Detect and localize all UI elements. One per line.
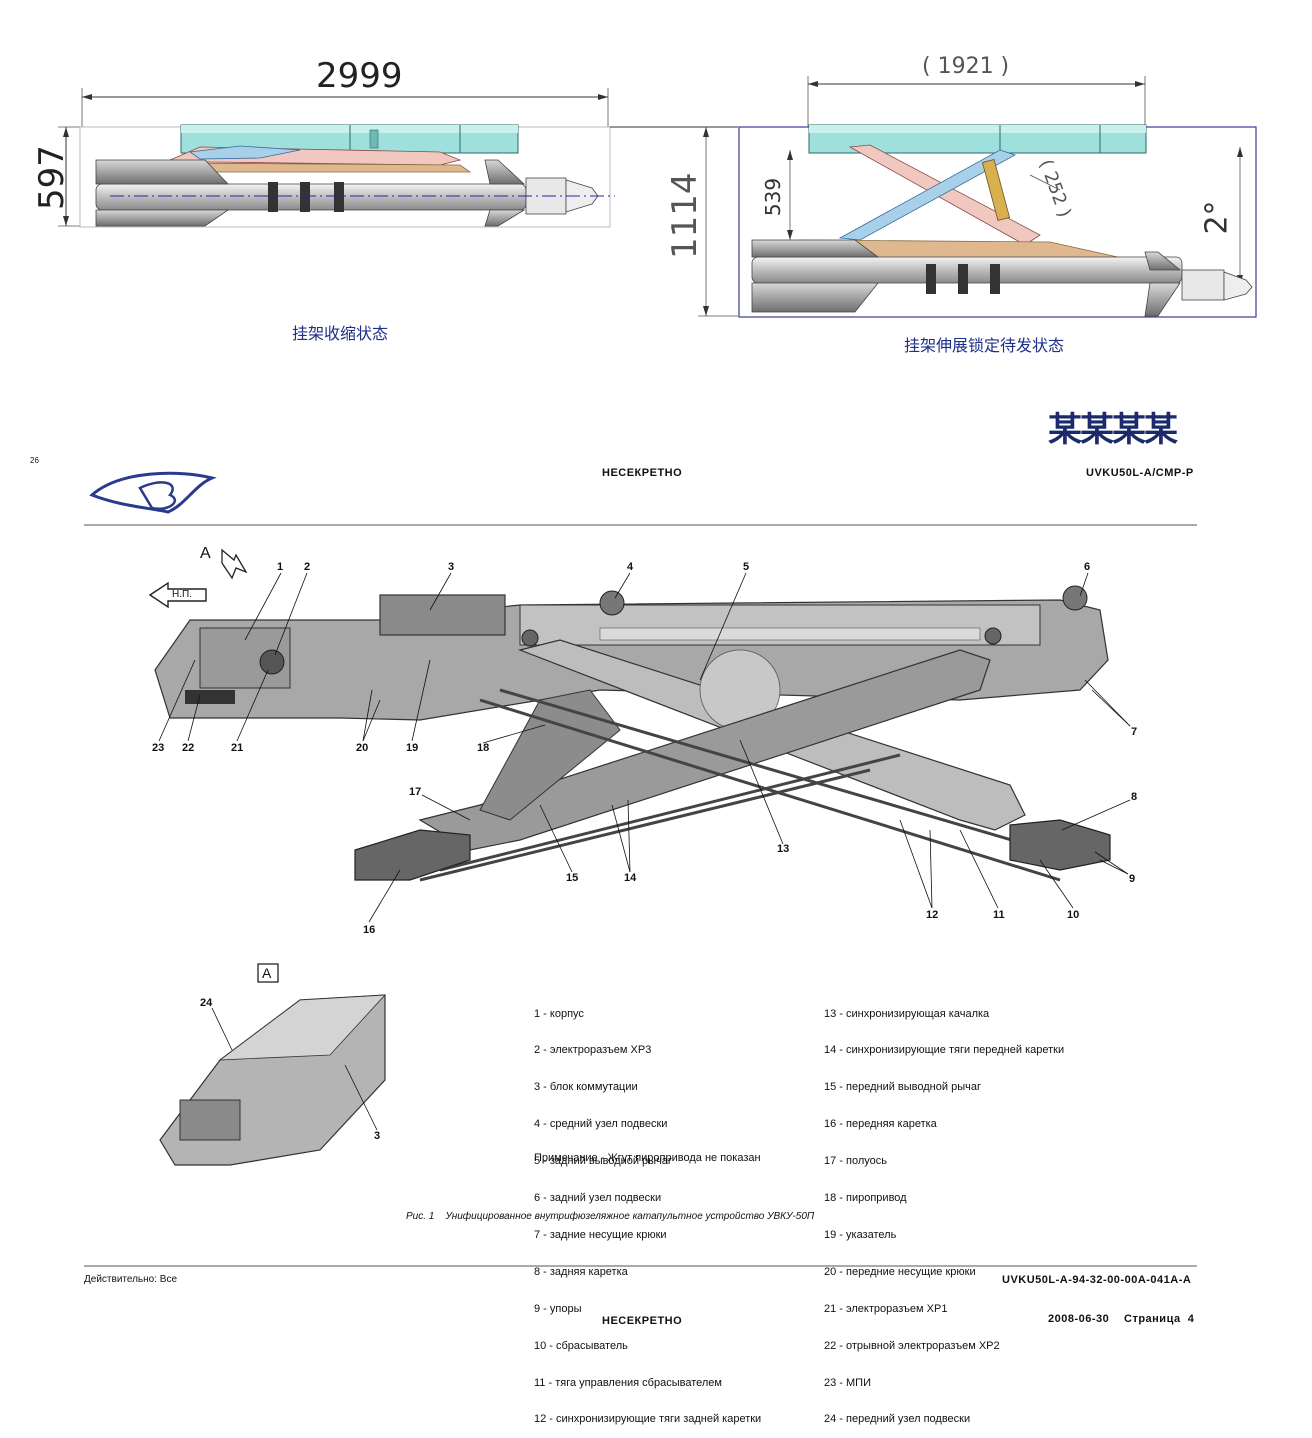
callout-3: 3 (448, 561, 455, 573)
ejector-rack-illustration (154, 585, 1111, 882)
height-dimension-retracted: 597 (32, 145, 72, 210)
footer-applicability: Действительно: Все (84, 1274, 178, 1285)
header-classification: НЕСЕКРЕТНО (602, 467, 683, 479)
legend-item: 10 - сбрасыватель (534, 1339, 628, 1352)
legend-item: 9 - упоры (534, 1302, 582, 1315)
callout-8: 8 (1131, 791, 1138, 803)
inset-label: A (262, 965, 272, 981)
callout-9: 9 (1129, 873, 1136, 885)
legend-item: 17 - полуось (824, 1155, 887, 1168)
legend-item: 18 - пиропривод (824, 1192, 907, 1205)
legend-item: 1 - корпус (534, 1007, 584, 1020)
overall-height-dimension (698, 127, 738, 317)
callout-22: 22 (182, 742, 195, 754)
footer-date: 2008-06-30 (1048, 1313, 1110, 1325)
callout-14: 14 (624, 872, 637, 884)
callout-12: 12 (926, 909, 939, 921)
caption-retracted: 挂架收缩状态 (292, 324, 389, 343)
callout-17: 17 (409, 786, 422, 798)
view-a-label: A (200, 545, 211, 562)
retracted-rack-drawing (58, 88, 738, 228)
callout-4: 4 (627, 561, 634, 573)
length-dimension-retracted: 2999 (316, 56, 403, 96)
legend-item: 3 - блок коммутации (534, 1081, 638, 1094)
legend-item: 15 - передний выводной рычаг (824, 1081, 981, 1094)
legend-item: 16 - передняя каретка (824, 1118, 937, 1131)
length-dimension-extended: ( 1921 ) (922, 54, 1010, 79)
watermark-text: 某某某某 (1048, 410, 1178, 450)
callout-15: 15 (566, 872, 579, 884)
legend-item: 8 - задняя каретка (534, 1265, 628, 1278)
footer-page: Страница 4 (1124, 1313, 1195, 1325)
legend-item: 13 - синхронизирующая качалка (824, 1007, 990, 1020)
legend-item: 6 - задний узел подвески (534, 1192, 662, 1205)
view-a-arrow (221, 548, 248, 580)
callout-6: 6 (1084, 561, 1091, 573)
footer-dmc: UVKU50L-A-94-32-00-00A-041A-A (1002, 1274, 1192, 1286)
legend-item: 19 - указатель (824, 1228, 897, 1241)
legend-item: 2 - электроразъем ХР3 (534, 1044, 652, 1057)
callout-21: 21 (231, 742, 244, 754)
note-text: Примечание - Жгут пиропривода не показан (534, 1152, 761, 1164)
callout-20: 20 (356, 742, 369, 754)
direction-label: Н.П. (172, 589, 192, 600)
legend-item: 22 - отрывной электроразъем ХР2 (824, 1339, 1000, 1352)
manufacturer-logo (89, 471, 217, 514)
legend-item: 5 - задний выводной рычаг (534, 1155, 672, 1168)
legend-item: 12 - синхронизирующие тяги задней каретк… (534, 1413, 762, 1426)
callout-24: 24 (200, 997, 213, 1009)
technical-drawing (58, 76, 1257, 1267)
overall-height-dimension-label: 1114 (665, 172, 705, 259)
legend-item: 24 - передний узел подвески (824, 1413, 971, 1426)
callout-leaders (158, 572, 1131, 923)
legend-item: 23 - МПИ (824, 1376, 871, 1389)
legend-item: 7 - задние несущие крюки (534, 1228, 667, 1241)
footer-classification: НЕСЕКРЕТНО (602, 1315, 683, 1327)
inset-view-a (159, 963, 386, 1166)
legend-item: 20 - передние несущие крюки (824, 1265, 976, 1278)
callout-13: 13 (777, 843, 790, 855)
header-doc-code: UVKU50L-A/CMP-P (1086, 467, 1194, 479)
sheet-number: 26 (30, 456, 39, 465)
caption-extended: 挂架伸展锁定待发状态 (904, 336, 1065, 355)
callout-5: 5 (743, 561, 750, 573)
angle-dimension: 2° (1199, 200, 1235, 235)
figure-caption: Рис. 1 Унифицированное внутрифюзеляжное … (406, 1211, 815, 1222)
callout-1: 1 (277, 561, 284, 573)
direction-arrow (148, 581, 207, 609)
callout-23: 23 (152, 742, 165, 754)
callout-7: 7 (1131, 726, 1138, 738)
callout-3-inset: 3 (374, 1130, 381, 1142)
extended-rack-drawing (738, 76, 1257, 318)
stroke-height-dimension: 539 (761, 177, 785, 217)
callout-2: 2 (304, 561, 311, 573)
legend-right: 13 - синхронизирующая качалка 14 - синхр… (824, 983, 1064, 1438)
callout-16: 16 (363, 924, 376, 936)
callout-19: 19 (406, 742, 419, 754)
legend-item: 21 - электроразъем ХР1 (824, 1302, 948, 1315)
legend-item: 11 - тяга управления сбрасывателем (534, 1376, 722, 1389)
callout-18: 18 (477, 742, 490, 754)
legend-item: 4 - средний узел подвески (534, 1118, 668, 1131)
legend-item: 14 - синхронизирующие тяги передней каре… (824, 1044, 1065, 1057)
callout-11: 11 (993, 909, 1005, 921)
callout-10: 10 (1067, 909, 1080, 921)
